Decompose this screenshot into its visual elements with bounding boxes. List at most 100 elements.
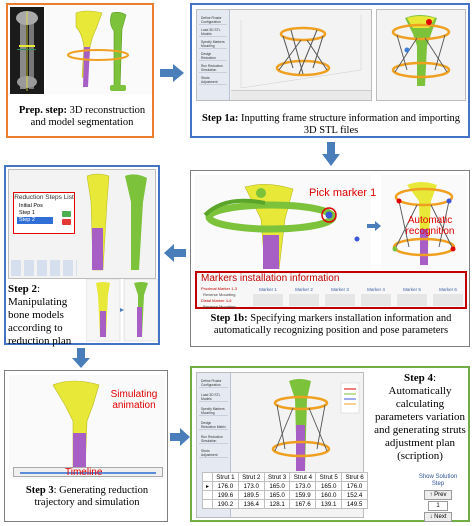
markers-installation-box: Markers installation information Proxima…	[195, 271, 467, 309]
row-marker: ▸	[202, 481, 213, 491]
step-1a-bottom-toolbar	[231, 90, 371, 100]
simulation-bone-view	[9, 375, 165, 479]
struts-header-3: Strut 3	[263, 472, 291, 482]
struts-header-6: Strut 6	[341, 472, 368, 482]
step-3-caption: Step 3: Generating reduction trajectory …	[9, 485, 165, 509]
simulating-animation-label: Simulating animation	[110, 389, 158, 411]
marker-1-header: Marker 1	[259, 287, 277, 292]
next-icon: ↓	[429, 514, 433, 520]
table-cell: 176.0	[212, 481, 239, 491]
step-number-field[interactable]: 1	[428, 501, 448, 511]
table-cell: 149.5	[341, 499, 368, 509]
struts-header-2: Strut 2	[237, 472, 265, 482]
timeline-bar[interactable]	[13, 467, 163, 477]
prev-step-button[interactable]: ↑ Prev	[424, 490, 452, 500]
step-2-label: Step 2	[8, 283, 38, 295]
markers-installation-title: Markers installation information	[201, 273, 340, 284]
step4-sidebar-simulation[interactable]: Run Reduction Simulation	[199, 435, 228, 444]
table-cell: 176.0	[341, 481, 368, 491]
step4-sidebar-markers[interactable]: Specify Markers Mounting Position	[199, 407, 228, 416]
step4-sidebar-reduction-matrix[interactable]: Design Reduction Matrix	[199, 421, 228, 430]
prep-step-caption: Prep. step: 3D reconstruction and model …	[12, 105, 152, 129]
step4-sidebar-load-stl[interactable]: Load 3D STL Models	[199, 393, 228, 402]
sidebar-item-load-stl[interactable]: Load 3D STL Models	[199, 28, 227, 37]
ct-scan-image	[10, 7, 44, 94]
table-cell: 165.0	[263, 481, 291, 491]
pick-marker-label: Pick marker 1	[309, 187, 377, 199]
arrow-prep-to-1a	[160, 64, 184, 82]
table-cell: 159.9	[289, 490, 317, 500]
step-2-control-strip	[11, 260, 77, 276]
steps-item-step1[interactable]: Step 1	[19, 210, 35, 216]
row-marker	[202, 490, 213, 500]
struts-header-4: Strut 4	[289, 472, 317, 482]
struts-header-1: Strut 1	[212, 472, 239, 482]
table-cell: 136.4	[237, 499, 265, 509]
table-cell: 165.0	[315, 481, 343, 491]
table-cell: 167.6	[289, 499, 317, 509]
arrow-2-to-3	[72, 348, 90, 368]
struts-table: Strut 1 Strut 2 Strut 3 Strut 4 Strut 5 …	[202, 472, 368, 509]
arrow-3-to-4	[170, 428, 190, 446]
table-row[interactable]: 190.2 136.4 128.1 167.6 139.1 149.5	[202, 499, 368, 509]
step4-sidebar-struts[interactable]: Struts Adjustment Solution	[199, 449, 228, 458]
bone-3d-pick-view	[195, 175, 371, 269]
table-row[interactable]: 199.6 189.5 165.0 159.9 160.0 152.4	[202, 490, 368, 500]
sidebar-item-reduction-matrix[interactable]: Design Reduction Matrix	[199, 52, 227, 61]
frame-3d-view	[240, 15, 362, 89]
marker-3-header: Marker 3	[331, 287, 349, 292]
step-1a-screenshot-side	[376, 9, 466, 101]
table-cell: 173.0	[289, 481, 317, 491]
delete-step-button[interactable]	[62, 219, 71, 225]
step-2-bone-views	[86, 173, 147, 271]
step-2-screenshot: Reduction Steps List Initial Pos Step 1 …	[8, 169, 156, 279]
reduction-steps-title: Reduction Steps List	[14, 194, 74, 201]
segmented-bone-model	[46, 7, 152, 94]
arrow-1a-to-1b	[322, 142, 340, 166]
proximal-marker-label: Proximal Marker 1-3	[201, 286, 238, 291]
prev-step-label: Prev	[434, 492, 447, 498]
step-3-text: : Generating reduction trajectory and si…	[34, 485, 149, 508]
next-step-button[interactable]: ↓ Next	[424, 512, 452, 522]
arrow-1b-to-2	[164, 244, 186, 262]
distal-marker-label: Distal Marker 4-6	[201, 298, 232, 303]
steps-item-initial[interactable]: Initial Pos	[19, 203, 43, 209]
step-4-panel: Define Fixator Configuration Load 3D STL…	[190, 366, 470, 522]
step-2-caption: Step 2: Manipulating bone models accordi…	[8, 283, 84, 348]
struts-table-header: Strut 1 Strut 2 Strut 3 Strut 4 Strut 5 …	[202, 472, 368, 482]
step-1b-label: Step 1b:	[210, 313, 248, 324]
step-1a-caption: Step 1a: Inputting frame structure infor…	[198, 113, 464, 137]
steps-item-step2[interactable]: Step 2	[17, 217, 53, 224]
step-4-text: : Automatically calculating parameters v…	[374, 372, 466, 462]
step-2-panel: Reduction Steps List Initial Pos Step 1 …	[4, 165, 160, 348]
table-cell: 139.1	[315, 499, 343, 509]
timeline-track	[20, 472, 156, 474]
sidebar-item-define-fixator[interactable]: Define Fixator Configuration	[199, 16, 227, 25]
step-3-label: Step 3	[25, 485, 54, 496]
table-cell: 190.2	[212, 499, 239, 509]
struts-header-step	[202, 472, 213, 482]
table-cell: 165.0	[263, 490, 291, 500]
prep-step-panel: Prep. step: 3D reconstruction and model …	[6, 3, 154, 138]
table-row[interactable]: ▸ 176.0 173.0 165.0 173.0 165.0 176.0	[202, 481, 368, 491]
reverse-mounting-proximal[interactable]: Reverse Mounting	[203, 292, 236, 297]
sidebar-item-simulation[interactable]: Run Reduction Simulation	[199, 64, 227, 73]
prep-step-text: 3D reconstruction and model segmentation	[30, 105, 146, 128]
reverse-mounting-distal[interactable]: Reverse Mounting	[203, 304, 236, 309]
sidebar-item-struts[interactable]: Struts Adjustment Solution	[199, 76, 227, 85]
step4-sidebar-define-fixator[interactable]: Define Fixator Configuration	[199, 379, 228, 388]
automatic-recognition-label: Automatic recognition	[405, 215, 455, 237]
marker-2-header: Marker 2	[295, 287, 313, 292]
recognized-frame-view	[381, 175, 467, 269]
step-2-result-views	[86, 279, 158, 342]
row-marker	[202, 499, 213, 509]
reduction-steps-list: Reduction Steps List Initial Pos Step 1 …	[13, 192, 75, 234]
step-1b-text: Specifying markers installation informat…	[213, 313, 452, 336]
table-cell: 160.0	[315, 490, 343, 500]
sidebar-item-markers[interactable]: Specify Markers Mounting Position	[199, 40, 227, 49]
step-1a-sidebar: Define Fixator Configuration Load 3D STL…	[197, 10, 230, 100]
step-4-caption: Step 4: Automatically calculating parame…	[372, 372, 468, 463]
add-step-button[interactable]	[62, 211, 71, 217]
marker-options-row[interactable]	[253, 294, 463, 306]
show-solution-step-label: Show Solution Step	[418, 474, 458, 487]
